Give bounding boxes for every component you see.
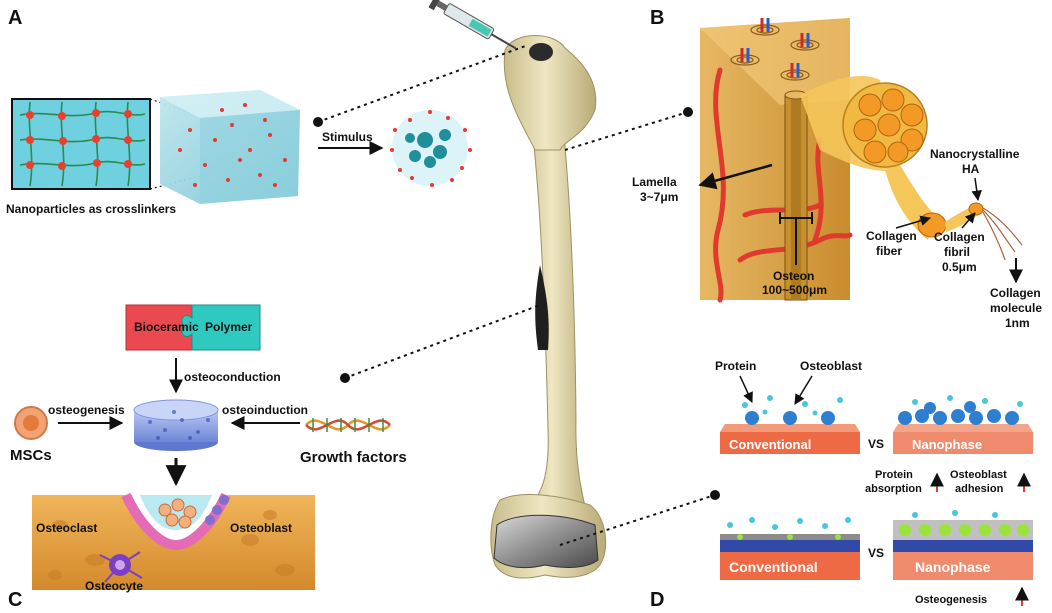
- femur-bone: [490, 35, 607, 579]
- osteon-width-marker: [779, 212, 813, 265]
- fibril-label-3: 0.5μm: [942, 260, 977, 274]
- osteoblast-pointer: [794, 375, 813, 405]
- polymer-puzzle-piece: [181, 304, 261, 351]
- connector-lines: [317, 44, 716, 546]
- polymer-label: Polymer: [205, 320, 253, 334]
- osteoinduction-label: osteoinduction: [222, 403, 308, 417]
- nanophase-surface-1: [893, 395, 1033, 454]
- connector-dot-c: [340, 373, 350, 383]
- panel-c-letter: C: [8, 589, 22, 611]
- ha-label-2: HA: [962, 162, 980, 176]
- porous-scaffold: [133, 399, 219, 451]
- nanophase-label-1: Nanophase: [912, 437, 982, 452]
- vs-label-2: VS: [868, 546, 884, 560]
- stimulus-label: Stimulus: [322, 130, 373, 144]
- molecule-label-2: molecule: [990, 301, 1042, 315]
- growth-factors-label: Growth factors: [300, 449, 407, 466]
- knee-implant: [493, 514, 599, 569]
- osteogenesis-label: osteogenesis: [48, 403, 125, 417]
- osteoblast-label-c: Osteoblast: [230, 521, 292, 535]
- protein-pointer: [739, 375, 753, 403]
- msc-cell-icon: [14, 406, 48, 440]
- crosslinked-network-inset: [11, 98, 151, 190]
- cortical-bone-block: [700, 18, 853, 303]
- fiber-arrow: [895, 215, 932, 229]
- osteogenesis-label-d: Osteogenesis: [915, 594, 987, 606]
- molecule-label-1: Collagen: [990, 286, 1041, 300]
- fibril-arrow: [961, 212, 976, 229]
- growth-factor-dna-icon: [305, 418, 391, 432]
- conventional-surface-1: [720, 395, 860, 454]
- lamella-label-2: 3~7μm: [640, 190, 678, 204]
- panel-b-letter: B: [650, 7, 664, 29]
- lamella-label-1: Lamella: [632, 175, 677, 189]
- osteocyte-cell: [99, 551, 143, 583]
- panel-a-letter: A: [8, 7, 22, 29]
- protein-label: Protein: [715, 359, 756, 373]
- ha-arrow: [971, 177, 982, 202]
- nanophase-label-2: Nanophase: [915, 559, 991, 575]
- conventional-label-1: Conventional: [729, 437, 811, 452]
- conventional-surface-2: [720, 517, 860, 580]
- osteoblast-adhesion-label-2: adhesion: [955, 483, 1004, 495]
- protein-absorption-label-2: absorption: [865, 483, 922, 495]
- connector-dot-b: [683, 107, 693, 117]
- protein-absorption-label-1: Protein: [875, 469, 913, 481]
- syringe-icon: [428, 0, 517, 50]
- crosslinker-caption: Nanoparticles as crosslinkers: [6, 202, 176, 216]
- mscs-label: MSCs: [10, 447, 52, 464]
- osteon-label-2: 100~500μm: [762, 283, 827, 297]
- fiber-label-1: Collagen: [866, 229, 917, 243]
- disassembled-gel-cluster: [390, 110, 472, 187]
- conventional-label-2: Conventional: [729, 559, 818, 575]
- hydrogel-block: [160, 90, 300, 204]
- bioceramic-label: Bioceramic: [134, 320, 199, 334]
- fibril-label-1: Collagen: [934, 230, 985, 244]
- connector-dot-d: [710, 490, 720, 500]
- fibril-label-2: fibril: [944, 245, 970, 259]
- connector-dot-a: [313, 117, 323, 127]
- osteoconduction-label: osteoconduction: [184, 370, 281, 384]
- nanophase-surface-2: [893, 510, 1033, 580]
- osteocyte-label: Osteocyte: [85, 579, 143, 593]
- panel-d-letter: D: [650, 589, 664, 611]
- bone-defect-tissue: [32, 492, 315, 590]
- collagen-fiber-bundle: [800, 75, 1023, 261]
- molecule-label-3: 1nm: [1005, 316, 1030, 330]
- lamella-arrow: [698, 163, 773, 190]
- osteon-label-1: Osteon: [773, 269, 814, 283]
- fiber-label-2: fiber: [876, 244, 902, 258]
- ha-label-1: Nanocrystalline: [930, 147, 1020, 161]
- osteoblast-label-d: Osteoblast: [800, 359, 862, 373]
- osteoclast-label: Osteoclast: [36, 521, 97, 535]
- osteoblast-adhesion-label-1: Osteoblast: [950, 469, 1007, 481]
- vs-label-1: VS: [868, 437, 884, 451]
